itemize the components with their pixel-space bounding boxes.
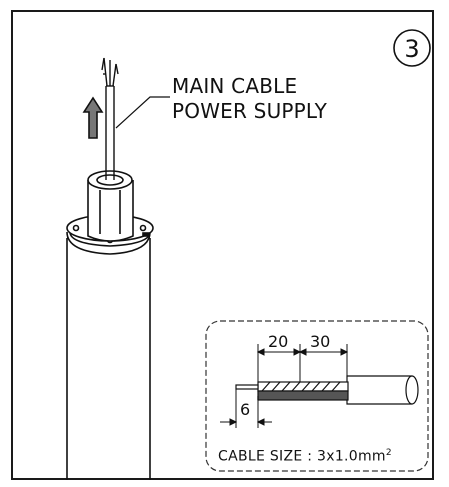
dim-20: 20 bbox=[268, 332, 289, 351]
dim-6: 6 bbox=[240, 400, 251, 419]
callout-leader bbox=[115, 96, 170, 129]
step-circle bbox=[393, 29, 431, 67]
stripped-cable bbox=[235, 375, 419, 405]
callout-line-2: POWER SUPPLY bbox=[172, 99, 328, 123]
cable-callout: MAIN CABLE POWER SUPPLY bbox=[172, 74, 327, 124]
dim-30: 30 bbox=[310, 332, 331, 351]
pull-up-arrow bbox=[82, 96, 104, 139]
cable-size-superscript: 2 bbox=[385, 448, 392, 458]
dimension-lines bbox=[220, 344, 349, 428]
main-cable bbox=[101, 57, 119, 180]
sleeve bbox=[87, 170, 134, 242]
step-number: 3 bbox=[404, 35, 420, 63]
cable-size-label: CABLE SIZE : 3x1.0mm2 bbox=[218, 448, 392, 465]
pole-tube bbox=[66, 237, 151, 480]
cable-size-text: CABLE SIZE : 3x1.0mm bbox=[218, 448, 386, 465]
callout-line-1: MAIN CABLE bbox=[172, 74, 298, 98]
